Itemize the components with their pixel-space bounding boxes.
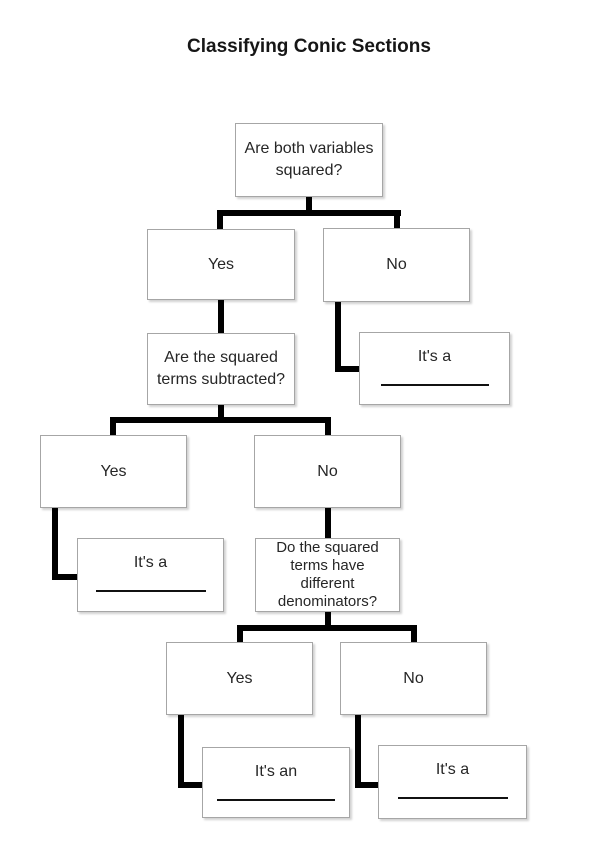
connector-yes2-elbow-horizontal bbox=[52, 574, 77, 580]
connector-split3-bar bbox=[237, 625, 417, 631]
connector-split1-left-drop bbox=[217, 210, 223, 229]
fill-in-blank-3 bbox=[217, 799, 335, 801]
connector-q1-stem bbox=[306, 197, 312, 213]
fill-in-blank-4 bbox=[397, 797, 508, 799]
node-label: No bbox=[317, 462, 338, 480]
connector-split3-right-drop bbox=[411, 625, 417, 642]
connector-no3-elbow-vertical bbox=[355, 715, 361, 788]
node-label: Are the squared terms subtracted? bbox=[156, 349, 286, 388]
node-result-1: It's a bbox=[359, 332, 510, 405]
node-question-terms-subtracted: Are the squared terms subtracted? bbox=[147, 333, 295, 405]
node-label: It's a bbox=[435, 761, 470, 778]
node-label: It's an bbox=[254, 763, 298, 780]
node-question-both-variables-squared: Are both variables squared? bbox=[235, 123, 383, 197]
node-label: No bbox=[403, 669, 424, 687]
node-answer-yes-3: Yes bbox=[166, 642, 313, 715]
node-answer-no-3: No bbox=[340, 642, 487, 715]
connector-split2-left-drop bbox=[110, 417, 116, 435]
connector-no1-elbow-vertical bbox=[335, 302, 341, 372]
page-title: Classifying Conic Sections bbox=[187, 36, 431, 57]
node-label: No bbox=[386, 256, 407, 273]
node-question-different-denominators: Do the squared terms have different deno… bbox=[255, 538, 400, 612]
node-label: Do the squared terms have different deno… bbox=[276, 539, 379, 610]
connector-no1-elbow-horizontal bbox=[335, 366, 359, 372]
node-label: It's a bbox=[133, 554, 168, 571]
connector-yes1-to-q2 bbox=[218, 300, 224, 333]
connector-q3-stem bbox=[325, 612, 331, 628]
node-label: It's a bbox=[417, 348, 452, 365]
connector-split3-left-drop bbox=[237, 625, 243, 642]
fill-in-blank-2 bbox=[95, 590, 206, 592]
connector-no2-to-q3 bbox=[325, 508, 331, 538]
node-label: Are both variables squared? bbox=[244, 140, 374, 179]
connector-yes2-elbow-vertical bbox=[52, 508, 58, 580]
node-result-4: It's a bbox=[378, 745, 527, 819]
connector-yes3-elbow-horizontal bbox=[178, 782, 202, 788]
node-result-2: It's a bbox=[77, 538, 224, 612]
node-label: Yes bbox=[207, 255, 235, 273]
fill-in-blank-1 bbox=[380, 384, 489, 386]
connector-q2-stem bbox=[218, 405, 224, 420]
connector-no3-elbow-horizontal bbox=[355, 782, 378, 788]
node-result-3: It's an bbox=[202, 747, 350, 818]
node-answer-yes-1: Yes bbox=[147, 229, 295, 300]
node-answer-yes-2: Yes bbox=[40, 435, 187, 508]
connector-split2-bar bbox=[110, 417, 331, 423]
node-answer-no-1: No bbox=[323, 228, 470, 302]
node-answer-no-2: No bbox=[254, 435, 401, 508]
connector-split2-right-drop bbox=[325, 417, 331, 435]
node-label: Yes bbox=[100, 462, 127, 480]
connector-yes3-elbow-vertical bbox=[178, 715, 184, 788]
connector-split1-bar bbox=[217, 210, 401, 216]
connector-split1-right-drop bbox=[394, 210, 400, 228]
node-label: Yes bbox=[226, 669, 253, 687]
